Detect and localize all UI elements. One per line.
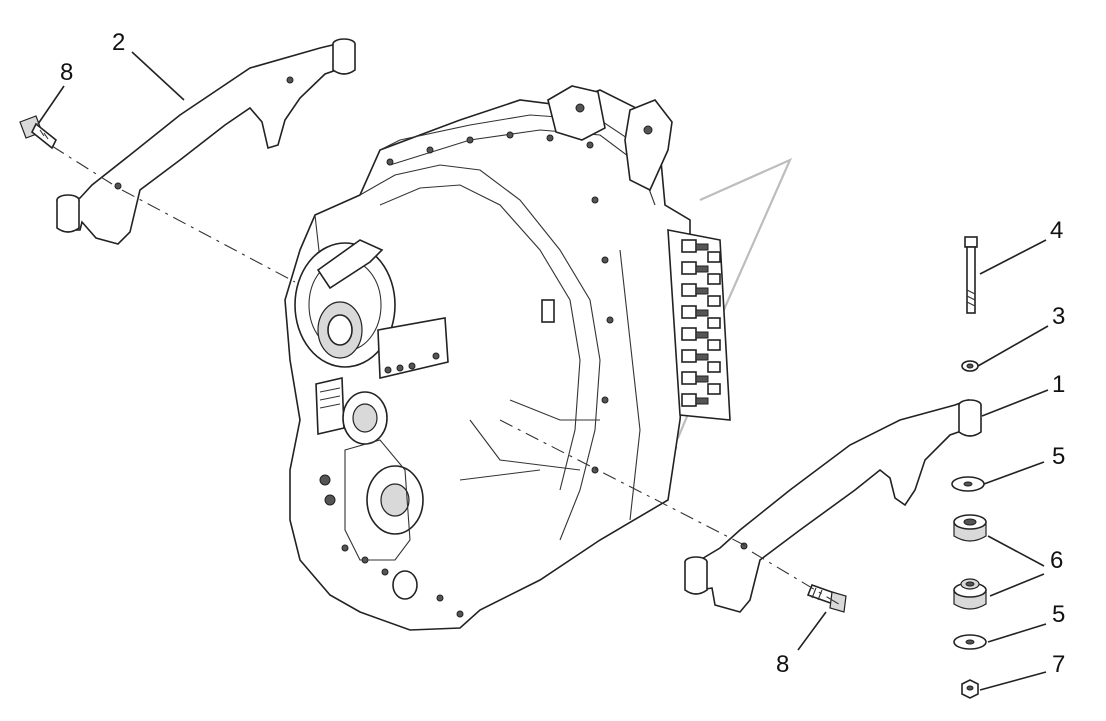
lock-washer: [961, 360, 979, 372]
mounting-bracket-upper: [56, 38, 356, 245]
callout-4: 4: [1050, 217, 1063, 244]
callout-2: 2: [112, 29, 125, 56]
valve-fittings: [681, 239, 721, 407]
long-bolt: [964, 236, 978, 314]
flat-washer-upper: [951, 476, 985, 492]
leader-lines: [37, 51, 1049, 691]
callout-5-lower: 5: [1052, 601, 1065, 628]
callout-7: 7: [1052, 651, 1065, 678]
hex-nut: [961, 679, 979, 699]
callout-8-upper: 8: [60, 59, 73, 86]
isolator-lower: [953, 578, 987, 610]
callout-8-lower: 8: [776, 651, 789, 678]
flat-washer-lower: [953, 634, 987, 650]
callout-5-upper: 5: [1052, 443, 1065, 470]
bolt-upper: [19, 115, 58, 150]
isolator-upper: [953, 514, 987, 542]
mounting-bracket-lower: [684, 398, 982, 613]
callout-3: 3: [1052, 303, 1065, 330]
callout-6: 6: [1050, 547, 1063, 574]
callout-labels: 2 8 4 3 1 5 6 5 7 8: [60, 29, 1065, 678]
transmission-housing: [284, 85, 731, 631]
assembly-lines: [51, 145, 843, 607]
callout-1: 1: [1052, 371, 1065, 398]
